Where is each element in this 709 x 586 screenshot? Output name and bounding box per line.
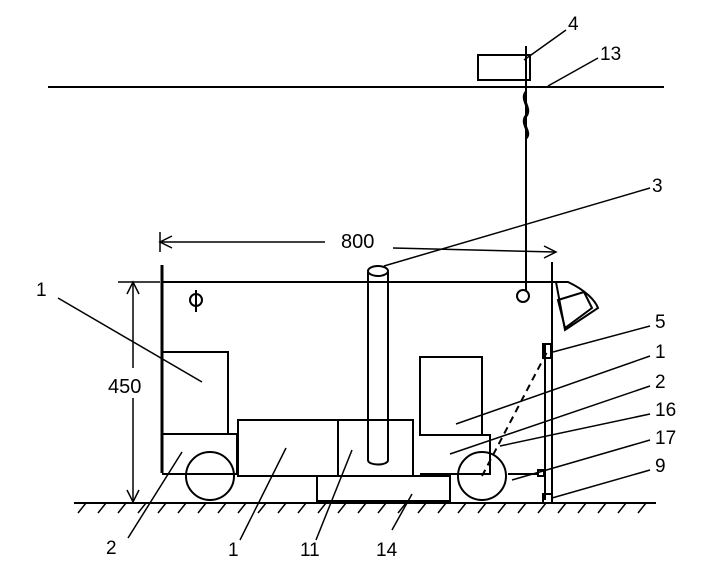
- wheel-left: [185, 451, 235, 501]
- rod-eye: [516, 289, 530, 303]
- callout-11: 11: [300, 540, 320, 561]
- wheel-right: [457, 451, 507, 501]
- dimension-width-label: 800: [341, 231, 374, 253]
- callout-1-right: 1: [655, 342, 666, 363]
- front-nose: [554, 281, 600, 332]
- rod-clamp: [522, 91, 530, 140]
- dimension-height: [118, 280, 160, 504]
- battery-box-right: [419, 356, 483, 436]
- chassis-right: [420, 434, 491, 475]
- component-11-box: [337, 419, 414, 477]
- dimension-height-label: 450: [108, 376, 141, 398]
- dashed-link-16: [481, 349, 549, 477]
- front-light: [556, 290, 594, 330]
- callout-17: 17: [655, 428, 676, 449]
- callout-3: 3: [652, 176, 663, 197]
- component-5: [542, 343, 552, 359]
- tube-3-top: [367, 265, 389, 277]
- callout-9: 9: [655, 456, 666, 477]
- leader-lines: [57, 29, 651, 541]
- callout-1-left: 1: [36, 280, 47, 301]
- dimension-width: [158, 232, 558, 259]
- callout-1-bottom: 1: [228, 540, 239, 561]
- callout-14: 14: [376, 540, 398, 561]
- callout-2-right: 2: [655, 372, 666, 393]
- tube-3: [367, 272, 389, 466]
- component-4-box: [477, 54, 531, 81]
- base-plate-14: [316, 475, 451, 502]
- callout-2-bottom: 2: [106, 538, 117, 559]
- callout-4: 4: [568, 14, 579, 35]
- callout-13: 13: [600, 44, 621, 65]
- battery-box-middle: [237, 419, 339, 477]
- callout-5: 5: [655, 312, 666, 333]
- ground-hatching: [77, 502, 647, 514]
- callout-16: 16: [655, 400, 676, 421]
